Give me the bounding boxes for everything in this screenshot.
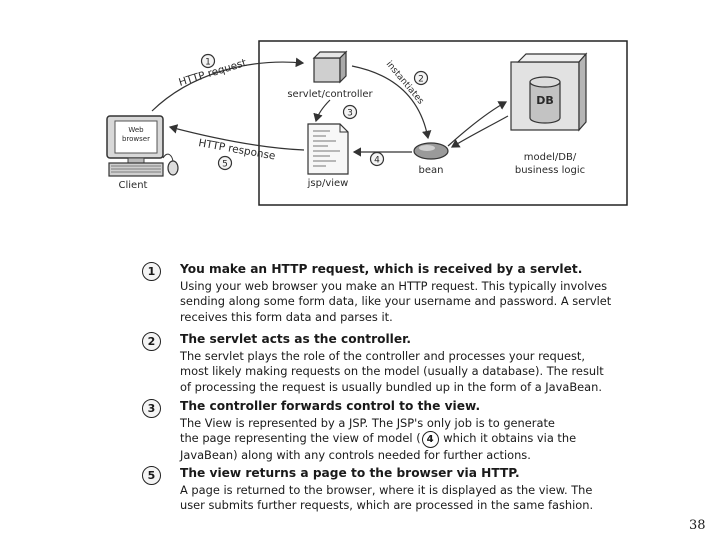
step-title: The servlet acts as the controller. <box>180 332 411 346</box>
model-label-line2: business logic <box>515 165 585 176</box>
db-label: DB <box>536 94 554 107</box>
bean-db-arrow <box>447 101 508 147</box>
step-line-part: which it obtains via the <box>443 431 577 446</box>
client-label: Client <box>119 180 148 191</box>
marker-5: 5 <box>217 155 233 171</box>
bean-label: bean <box>419 165 444 176</box>
http-response-arrow <box>168 124 305 151</box>
page-number: 38 <box>689 518 706 533</box>
step-line: sending along some form data, like your … <box>180 294 612 309</box>
jsp-label: jsp/view <box>307 178 349 189</box>
step-line-part: the page representing the view of model … <box>180 431 421 446</box>
http-response-label: HTTP response <box>197 137 276 162</box>
monitor-label-line1: Web <box>128 126 144 134</box>
server-box <box>258 40 628 206</box>
svg-text:3: 3 <box>347 109 353 119</box>
step-body: The View is represented by a JSP. The JS… <box>180 416 610 464</box>
servlet-cube-icon <box>312 50 348 84</box>
instantiates-arrow <box>351 65 432 140</box>
step-line: receives this form data and parses it. <box>180 309 393 324</box>
http-request-arrow <box>151 57 305 112</box>
step-line: of processing the request is usually bun… <box>180 379 602 394</box>
step-line: The View is represented by a JSP. The JS… <box>180 416 555 430</box>
client-computer-icon <box>106 115 179 177</box>
marker-1: 1 <box>200 53 216 69</box>
forward-arrow <box>313 99 331 123</box>
db-bean-arrow <box>450 115 509 148</box>
bean-icon <box>413 142 449 160</box>
marker-2: 2 <box>413 70 429 86</box>
svg-text:1: 1 <box>205 58 211 68</box>
step-body: A page is returned to the browser, where… <box>180 483 610 514</box>
marker-3: 3 <box>342 104 358 120</box>
step-line: most likely making requests on the model… <box>180 364 604 379</box>
svg-text:2: 2 <box>418 75 424 85</box>
step-title: The controller forwards control to the v… <box>180 399 481 413</box>
model-label-line1: model/DB/ <box>524 152 577 163</box>
step-body: The servlet plays the role of the contro… <box>180 349 610 395</box>
step-number: 5 <box>142 466 161 485</box>
step-number: 1 <box>142 262 161 281</box>
step-line: Using your web browser you make an HTTP … <box>180 279 608 293</box>
servlet-label: servlet/controller <box>287 89 373 100</box>
step-number: 2 <box>142 332 161 351</box>
step-line: The servlet plays the role of the contro… <box>180 349 586 363</box>
step-body: Using your web browser you make an HTTP … <box>180 279 612 325</box>
step-title: The view returns a page to the browser v… <box>180 466 520 480</box>
jsp-document-icon <box>307 123 349 175</box>
step-line: A page is returned to the browser, where… <box>180 483 593 497</box>
step-title: You make an HTTP request, which is recei… <box>180 262 583 276</box>
step-line: the page representing the view of model … <box>180 431 610 449</box>
svg-text:5: 5 <box>222 160 228 170</box>
monitor-label-line2: browser <box>122 135 150 143</box>
marker-4: 4 <box>369 151 385 167</box>
database-icon <box>510 52 588 132</box>
step-line: user submits further requests, which are… <box>180 498 594 513</box>
svg-text:4: 4 <box>374 156 380 166</box>
step-line: JavaBean) along with any controls needed… <box>180 448 531 463</box>
step-number: 3 <box>142 399 161 418</box>
inline-step-number: 4 <box>421 431 439 449</box>
